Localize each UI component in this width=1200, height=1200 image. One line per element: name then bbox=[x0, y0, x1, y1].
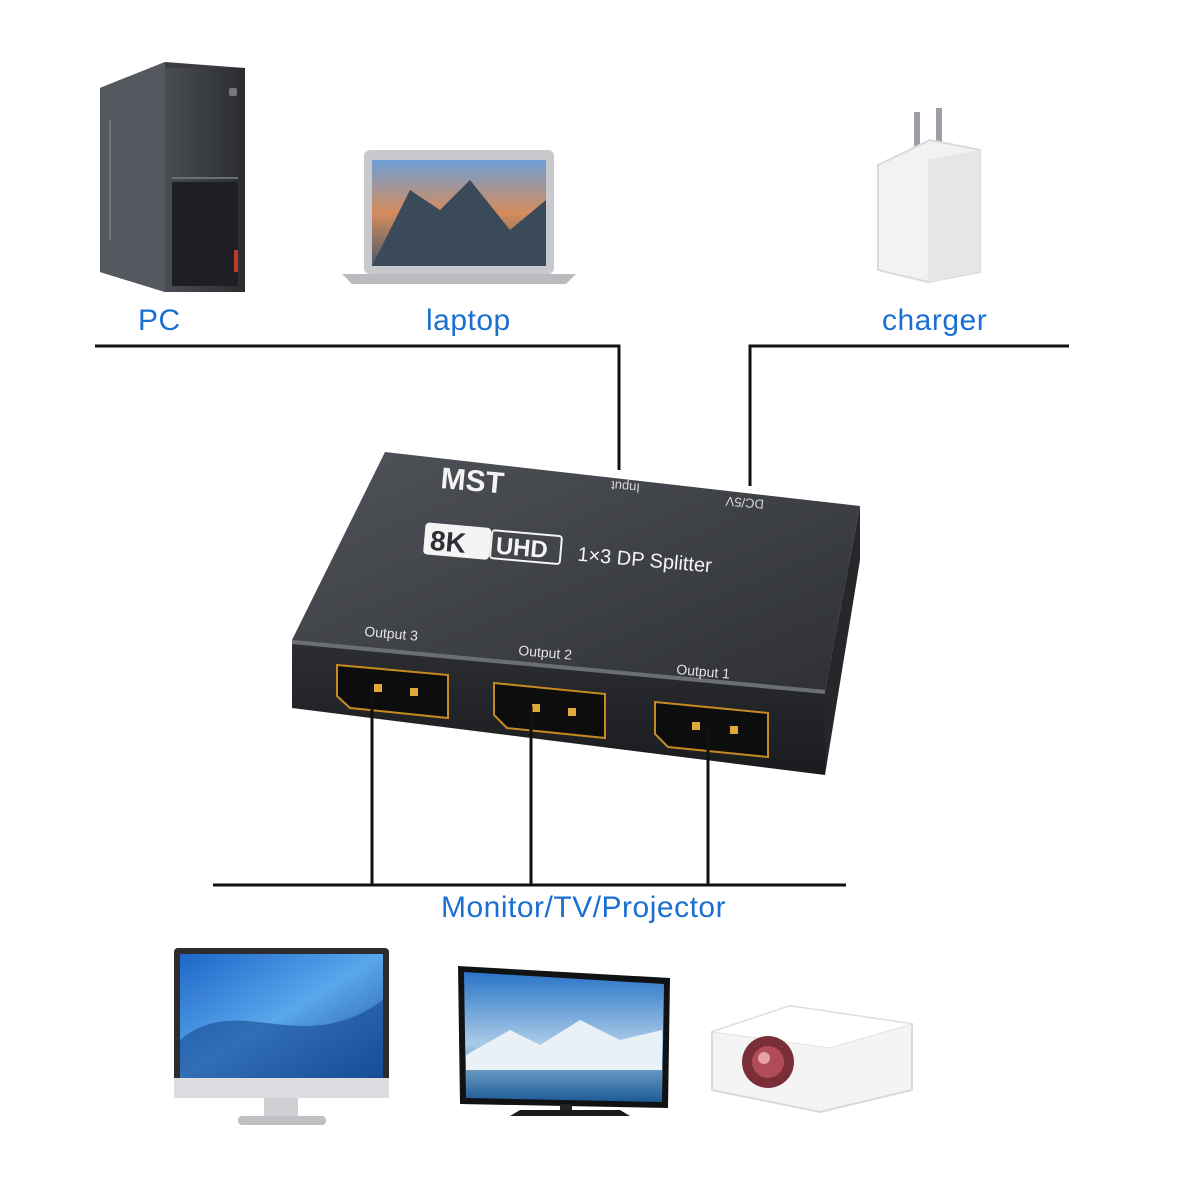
laptop-label: laptop bbox=[426, 304, 511, 337]
output-1-port bbox=[654, 700, 769, 759]
power-port-label: DC/5V bbox=[725, 494, 765, 512]
badge-uhd: UHD bbox=[495, 533, 549, 564]
tv-icon bbox=[458, 966, 670, 1116]
output-2-label: Output 2 bbox=[518, 642, 573, 663]
dp-splitter-device: MST Input DC/5V 8K UHD 1×3 DP Splitter O… bbox=[292, 452, 860, 775]
input-port-label: Input bbox=[610, 478, 640, 495]
pc-tower-icon bbox=[100, 62, 245, 292]
projector-icon bbox=[711, 1004, 913, 1114]
laptop-icon bbox=[342, 150, 576, 284]
output-2-port bbox=[493, 681, 606, 740]
displays-label: Monitor/TV/Projector bbox=[441, 891, 727, 924]
monitor-icon bbox=[174, 948, 389, 1125]
pc-label: PC bbox=[138, 304, 181, 337]
connection-lines-bottom bbox=[213, 686, 846, 887]
charger-icon bbox=[877, 108, 981, 284]
device-brand: MST bbox=[439, 462, 505, 500]
badge-8k: 8K bbox=[429, 525, 467, 559]
output-3-port bbox=[336, 663, 449, 720]
output-3-label: Output 3 bbox=[364, 623, 419, 644]
charger-label: charger bbox=[882, 304, 988, 337]
connection-lines-top bbox=[95, 344, 1069, 486]
output-1-label: Output 1 bbox=[676, 661, 731, 682]
